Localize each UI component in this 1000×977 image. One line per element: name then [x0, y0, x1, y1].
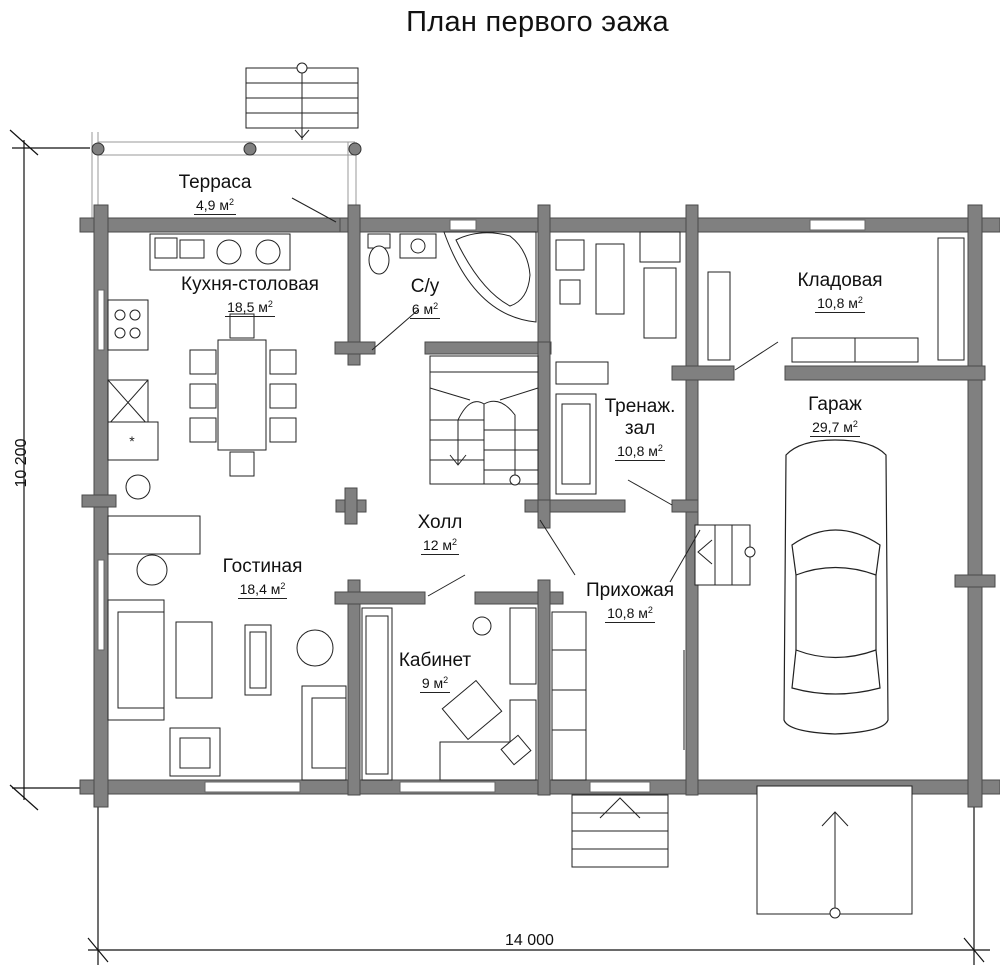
office-furniture: [361, 607, 537, 781]
leader-lines: [291, 197, 779, 597]
svg-text:*: *: [129, 433, 135, 449]
terrace-posts: [91, 142, 362, 156]
garage-steps: [694, 524, 756, 586]
room-label-bathroom: С/у 6 м2: [409, 276, 441, 319]
storage-shelves: [707, 237, 965, 363]
entrance-furniture: [551, 611, 685, 781]
width-dimension-label: 14 000: [505, 932, 554, 949]
car: [783, 439, 889, 735]
room-label-terrace: Терраса 4,9 м2: [178, 172, 252, 215]
plan-title: План первого эажа: [406, 6, 669, 38]
gym-equipment: [555, 231, 681, 495]
room-label-garage: Гараж 29,7 м2: [808, 394, 862, 437]
room-label-entrance: Прихожая 10,8 м2: [585, 580, 675, 623]
kitchen-furniture: *: [107, 233, 297, 500]
windows: [97, 219, 866, 793]
room-label-gym: Тренаж. зал 10,8 м2: [604, 396, 676, 461]
walls: [79, 204, 1000, 808]
garage-driveway: [756, 785, 913, 919]
bathroom-fixtures: [367, 231, 537, 323]
staircase: [429, 355, 539, 486]
height-dimension-label: 10 200: [13, 438, 30, 488]
entrance-steps: [571, 794, 669, 868]
living-furniture: [107, 515, 347, 781]
room-label-living: Гостиная 18,4 м2: [222, 556, 303, 599]
dimension-lines: [9, 129, 990, 965]
room-label-storage: Кладовая 10,8 м2: [797, 270, 883, 313]
room-label-hall: Холл 12 м2: [417, 512, 463, 555]
terrace-steps: [245, 62, 359, 140]
room-label-kitchen: Кухня-столовая 18,5 м2: [181, 274, 319, 317]
room-label-office: Кабинет 9 м2: [398, 650, 472, 693]
